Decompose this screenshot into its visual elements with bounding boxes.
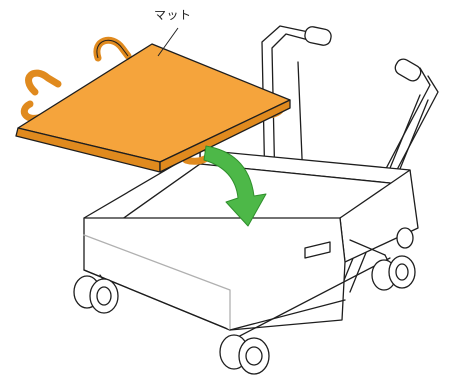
wheel-rear-left [372, 256, 415, 290]
wheel-rear-right [397, 228, 413, 248]
cart-basket [84, 150, 418, 330]
handle-grip [304, 25, 424, 83]
mat-loop [29, 73, 58, 92]
mat [16, 28, 290, 172]
wheel-front-right [220, 335, 269, 374]
wheel-front-left [74, 276, 118, 313]
mat-label: マット [154, 6, 192, 23]
